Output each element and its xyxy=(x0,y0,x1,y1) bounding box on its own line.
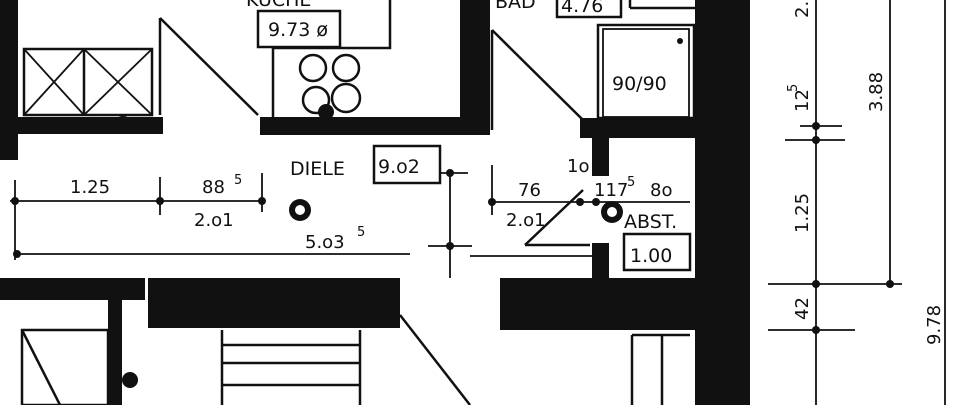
dimension-labels: 1.25 88 5 2.o1 5.o3 5 76 2.o1 1o 117 5 8… xyxy=(70,1,945,345)
room-labels: KÜCHE 9.73 ø DIELE 9.o2 BAD 4.76 90/90 A… xyxy=(246,0,692,272)
dim-label-sup: 5 xyxy=(234,173,242,188)
storage-area: 1.00 xyxy=(630,245,672,267)
dim-label-sup: 5 xyxy=(786,84,801,92)
dim-label: 12 xyxy=(792,89,813,112)
dim-label: 42 xyxy=(792,297,813,320)
dim-label: 2.o1 xyxy=(506,210,546,231)
storage-door-swing xyxy=(524,189,584,246)
bath-fixtures xyxy=(490,0,696,130)
kitchen-left-wall xyxy=(18,117,163,134)
lower-wall-right xyxy=(500,278,695,330)
bath-name: BAD xyxy=(495,0,536,13)
dim-label: 2. xyxy=(792,1,813,18)
outlet-icon xyxy=(318,104,334,120)
bath-left-wall xyxy=(480,0,488,135)
dim-label: 117 xyxy=(594,180,628,201)
shower-label: 90/90 xyxy=(612,73,667,95)
dim-label: 5.o3 xyxy=(305,232,345,253)
lower-partition xyxy=(108,300,122,405)
shower-tray xyxy=(596,23,696,120)
kitchen-area: 9.73 ø xyxy=(268,19,328,41)
dim-label: 1o xyxy=(567,156,589,177)
exterior-wall xyxy=(695,0,750,405)
hall-area: 9.o2 xyxy=(378,156,420,178)
dim-label: 3.88 xyxy=(866,72,887,112)
kitchen-fixtures xyxy=(22,0,392,134)
dimension-lines xyxy=(10,0,946,405)
storage-name: ABST. xyxy=(624,211,677,233)
dim-label: 9.78 xyxy=(924,305,945,345)
kitchen-bottom-wall xyxy=(260,117,490,135)
lower-wall-left xyxy=(0,278,145,300)
dim-label: 76 xyxy=(518,180,541,201)
lower-rooms xyxy=(20,299,690,405)
dim-label: 2.o1 xyxy=(194,210,234,231)
storage-wall-lower xyxy=(592,243,609,283)
dim-label: 1.25 xyxy=(792,193,813,233)
storage-wall-stub xyxy=(592,138,609,176)
bath-bottom-wall xyxy=(580,118,700,138)
bath-area: 4.76 xyxy=(561,0,603,17)
walls xyxy=(0,0,750,405)
left-wall xyxy=(0,0,18,160)
outlet-icon xyxy=(114,116,132,134)
dim-label-sup: 5 xyxy=(627,175,635,190)
door-swing xyxy=(159,17,259,116)
dim-label: 8o xyxy=(650,180,672,201)
stove-icon xyxy=(298,53,362,115)
kitchen-name: KÜCHE xyxy=(246,0,311,11)
hall-name: DIELE xyxy=(290,158,345,180)
window-cabinet xyxy=(22,47,154,117)
dim-label: 1.25 xyxy=(70,177,110,198)
dim-label-sup: 5 xyxy=(357,225,365,240)
dim-label: 88 xyxy=(202,177,225,198)
lower-wall-mid xyxy=(148,278,400,328)
bath-door-swing xyxy=(491,29,584,121)
